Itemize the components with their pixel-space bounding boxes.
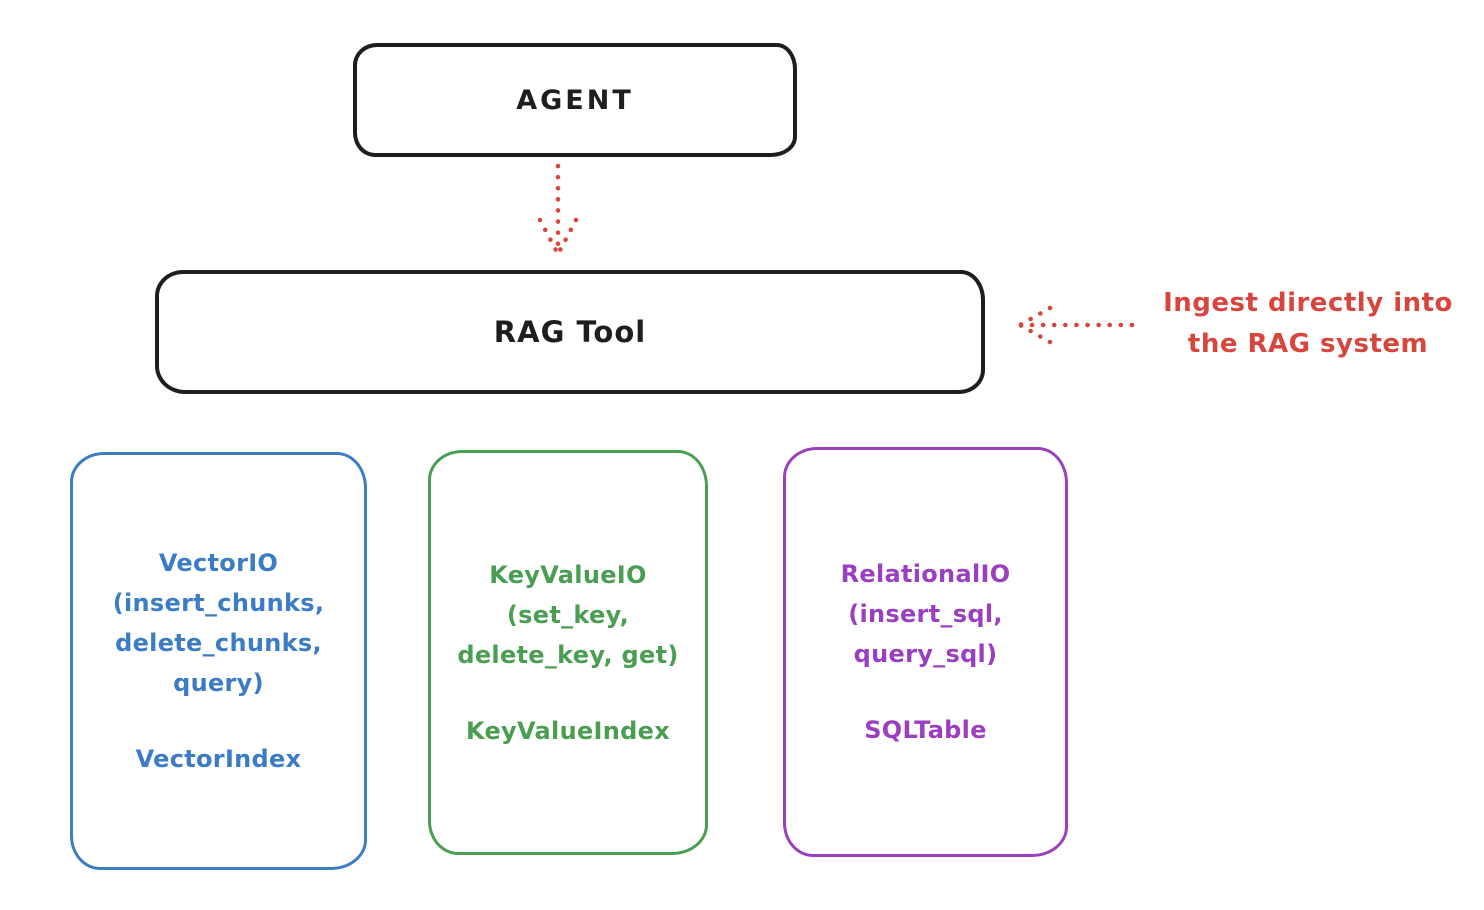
arrow-head-left [537, 217, 561, 257]
annotation-line: the RAG system [1187, 329, 1429, 359]
store-line: (insert_sql, [848, 600, 1003, 628]
arrow-head-bottom [1017, 322, 1053, 345]
store-line: query) [173, 669, 264, 697]
node-vector-io[interactable]: VectorIO (insert_chunks, delete_chunks, … [70, 452, 367, 870]
store-line: VectorIO [158, 549, 279, 577]
annotation-ingest[interactable]: Ingest directly into the RAG system [1140, 283, 1476, 365]
arrow-head-right [555, 217, 579, 257]
arrow-annotation-to-rag-tool[interactable] [1008, 300, 1140, 350]
node-agent[interactable]: AGENT [353, 43, 797, 157]
node-agent-label: AGENT [516, 84, 634, 116]
store-line: (set_key, [506, 600, 630, 629]
node-rag-tool-label: RAG Tool [493, 315, 647, 349]
node-rag-tool[interactable]: RAG Tool [155, 270, 985, 394]
store-line: RelationalIO [840, 560, 1011, 588]
store-index-label: KeyValueIndex [466, 716, 670, 745]
arrow-agent-to-rag-tool[interactable] [528, 158, 588, 268]
annotation-line: Ingest directly into [1163, 288, 1453, 318]
store-line: (insert_chunks, [112, 589, 325, 617]
store-line: delete_key, get) [457, 640, 679, 669]
store-index-label: VectorIndex [135, 745, 302, 773]
store-index-label: SQLTable [864, 716, 987, 744]
arrow-head-top [1017, 305, 1053, 328]
store-line: delete_chunks, [115, 629, 322, 657]
node-relational-io[interactable]: RelationalIO (insert_sql, query_sql) SQL… [783, 447, 1068, 857]
node-key-value-io[interactable]: KeyValueIO (set_key, delete_key, get) Ke… [428, 450, 708, 855]
store-line: KeyValueIO [489, 560, 647, 589]
store-line: query_sql) [853, 640, 998, 668]
